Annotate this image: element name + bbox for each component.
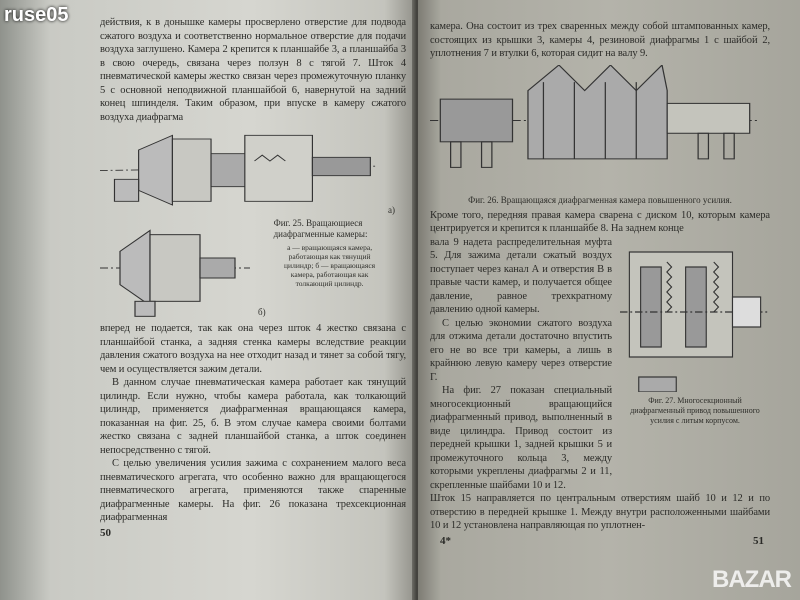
figure-25b-drawing (100, 229, 250, 317)
right-page-number: 51 (753, 534, 764, 547)
right-top-text: камера. Она состоит из трех сваренных ме… (430, 21, 770, 59)
right-page: камера. Она состоит из трех сваренных ме… (418, 0, 800, 600)
figure-25b-label: б) (258, 307, 266, 317)
right-para-bottom: Шток 15 направляется по центральным отве… (430, 493, 770, 531)
figure-26-caption: Фиг. 26. Вращающаяся диафрагменная камер… (468, 194, 732, 205)
figure-26-drawing (430, 64, 760, 168)
watermark-ruse05: ruse05 (4, 4, 69, 26)
left-page: действия, к в донышке камеры просверлено… (0, 0, 418, 600)
figure-25a-drawing (100, 134, 376, 206)
right-para-narrow: вала 9 надета распределительная муфта 5.… (430, 236, 612, 491)
figure-25-caption: Фиг. 25. Вращающиеся диафрагменные камер… (274, 218, 386, 288)
left-page-number: 50 (100, 526, 111, 539)
watermark-bazar-logo: BAZAR (712, 566, 792, 593)
book-spine (412, 0, 422, 600)
left-body-text: вперед не подается, так как она через шт… (100, 323, 406, 523)
figure-27-caption: Фиг. 27. Многосекционный диафрагменный п… (630, 395, 760, 425)
right-para-full: Кроме того, передняя правая камера сваре… (430, 209, 770, 235)
signature-mark: 4* (440, 534, 451, 547)
left-top-text: действия, к в донышке камеры просверлено… (100, 17, 406, 123)
figure-27-drawing (620, 250, 770, 392)
figure-25a-label: а) (388, 205, 395, 215)
figure-25-legend: а — вращающаяся камера, работающая как т… (284, 243, 376, 288)
